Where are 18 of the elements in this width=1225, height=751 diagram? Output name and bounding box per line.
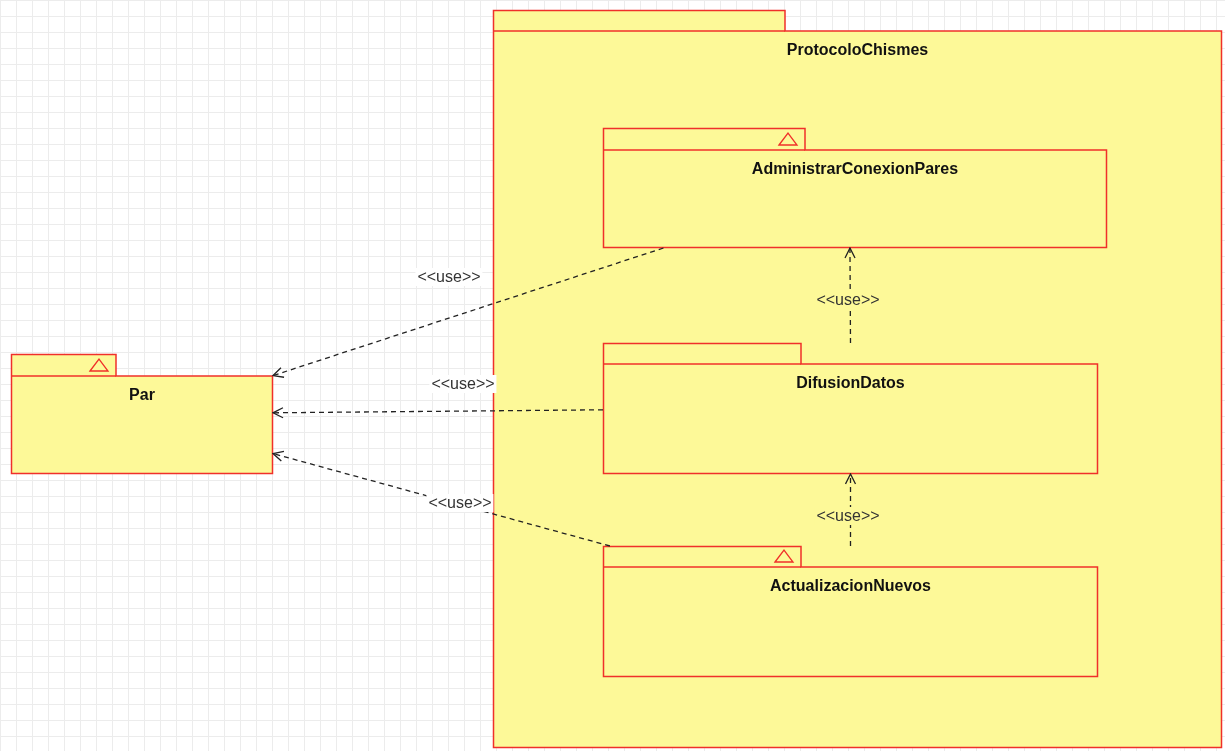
edge-label: <<use>>: [814, 291, 882, 309]
dependency-arrow: [272, 247, 665, 378]
package-name: Par: [129, 386, 155, 404]
package-name: DifusionDatos: [796, 374, 905, 392]
edge-label: <<use>>: [814, 507, 882, 525]
package-name: ActualizacionNuevos: [770, 577, 931, 595]
package-box: [603, 546, 1098, 677]
edge-label: <<use>>: [429, 375, 497, 393]
package-name: AdministrarConexionPares: [751, 160, 959, 178]
package-box: [493, 10, 1222, 748]
edge-label: <<use>>: [426, 494, 494, 512]
dependency-arrow: [844, 473, 857, 547]
package-box: [11, 354, 273, 474]
dependency-arrow: [844, 247, 856, 344]
dependency-arrow: [272, 407, 604, 419]
package-name: ProtocoloChismes: [786, 41, 929, 59]
package-box: [603, 343, 1098, 474]
edge-label: <<use>>: [415, 268, 483, 286]
